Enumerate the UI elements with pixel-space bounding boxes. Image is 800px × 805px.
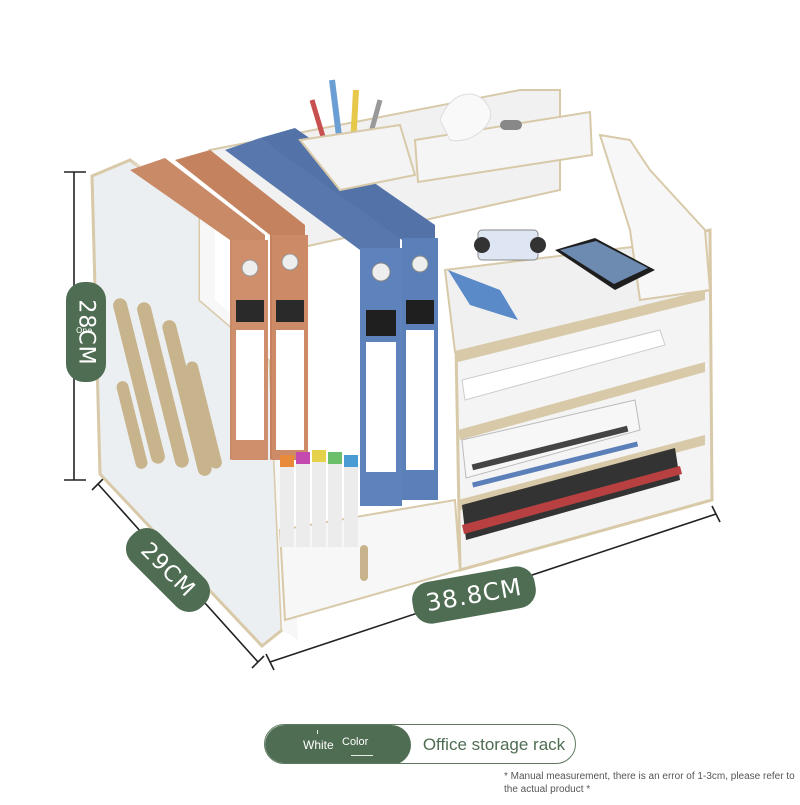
product-name: Office storage rack (422, 735, 566, 754)
height-small-text: One (76, 326, 93, 335)
pen-cup (298, 79, 417, 192)
measurement-note: * Manual measurement, there is an error … (504, 771, 795, 795)
color-word-1: White (303, 738, 334, 752)
marker-pens (280, 450, 358, 547)
tissue-box (413, 93, 594, 184)
desk-items (448, 229, 655, 320)
color-tag: White Color (265, 725, 411, 763)
blue-binders (225, 128, 438, 506)
product-label-pill: White Color Office storage rack (264, 724, 576, 764)
height-dimension-label: 28CM One (66, 282, 106, 382)
orange-binders (130, 150, 308, 460)
color-word-2: Color (342, 736, 369, 748)
